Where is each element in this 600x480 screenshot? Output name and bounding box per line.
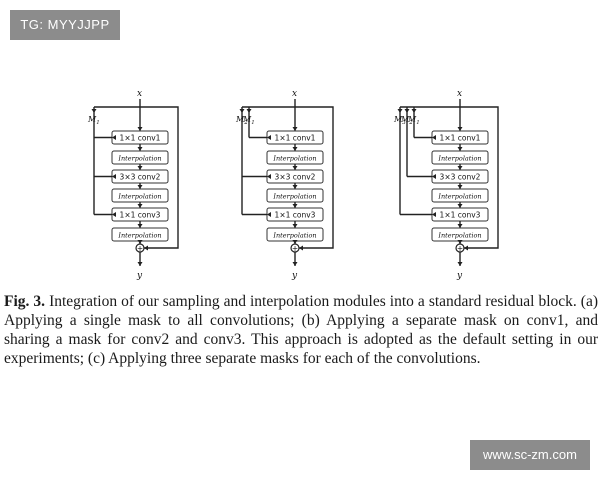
- output-label-y: y: [136, 271, 143, 280]
- block-arrow: [292, 147, 298, 151]
- conv-label: 3×3 conv2: [440, 172, 481, 181]
- block-arrow: [137, 166, 143, 170]
- mask-branch-arrow: [112, 174, 116, 179]
- input-label-x: x: [292, 89, 297, 99]
- interpolation-label: Interpolation: [437, 154, 481, 162]
- block-arrow: [457, 185, 463, 189]
- block-arrow: [457, 147, 463, 151]
- watermark-bottom: www.sc-zm.com: [470, 440, 590, 470]
- conv-label: 1×1 conv1: [275, 133, 316, 142]
- interpolation-label: Interpolation: [117, 154, 161, 162]
- block-arrow: [457, 204, 463, 208]
- conv-label: 1×1 conv1: [440, 133, 481, 142]
- block-arrow: [292, 185, 298, 189]
- mask-branch-arrow: [432, 135, 436, 140]
- caption-label: Fig. 3.: [4, 293, 46, 310]
- input-label-x: x: [137, 89, 142, 99]
- conv-label: 3×3 conv2: [120, 172, 161, 181]
- block-arrow: [292, 240, 298, 244]
- conv-label: 3×3 conv2: [275, 172, 316, 181]
- skip-connection: [140, 106, 179, 249]
- block-arrow: [457, 240, 463, 244]
- skip-connection: [460, 106, 499, 249]
- interpolation-label: Interpolation: [272, 231, 316, 239]
- skip-arrow: [464, 245, 468, 251]
- skip-connection: [295, 106, 334, 249]
- output-arrow: [137, 262, 143, 266]
- mask-branch-arrow: [267, 174, 271, 179]
- block-arrow: [137, 147, 143, 151]
- interpolation-label: Interpolation: [437, 192, 481, 200]
- mask-branch-arrow: [112, 135, 116, 140]
- output-arrow: [457, 262, 463, 266]
- interpolation-label: Interpolation: [117, 192, 161, 200]
- block-arrow: [457, 224, 463, 228]
- input-arrow: [457, 127, 463, 131]
- input-label-x: x: [457, 89, 462, 99]
- output-label-y: y: [291, 271, 298, 280]
- conv-label: 1×1 conv3: [275, 210, 316, 219]
- caption-text: Integration of our sampling and interpol…: [4, 293, 598, 367]
- sum-plus: +: [292, 244, 298, 253]
- mask-branch-arrow: [432, 212, 436, 217]
- figure-caption: Fig. 3. Integration of our sampling and …: [4, 292, 598, 368]
- sum-plus: +: [137, 244, 143, 253]
- conv-label: 1×1 conv3: [120, 210, 161, 219]
- watermark-top: TG: MYYJJPP: [10, 10, 120, 40]
- interpolation-label: Interpolation: [117, 231, 161, 239]
- block-arrow: [292, 166, 298, 170]
- mask-branch-arrow: [267, 135, 271, 140]
- output-label-y: y: [456, 271, 463, 280]
- conv-label: 1×1 conv1: [120, 133, 161, 142]
- block-arrow: [292, 224, 298, 228]
- mask-branch-arrow: [112, 212, 116, 217]
- block-arrow: [137, 204, 143, 208]
- mask-branch-arrow: [432, 174, 436, 179]
- block-arrow: [457, 166, 463, 170]
- output-arrow: [292, 262, 298, 266]
- interpolation-label: Interpolation: [272, 192, 316, 200]
- mask-branch-arrow: [267, 212, 271, 217]
- block-arrow: [292, 204, 298, 208]
- skip-arrow: [299, 245, 303, 251]
- input-arrow: [292, 127, 298, 131]
- interpolation-label: Interpolation: [272, 154, 316, 162]
- interpolation-label: Interpolation: [437, 231, 481, 239]
- sum-plus: +: [457, 244, 463, 253]
- skip-arrow: [144, 245, 148, 251]
- block-arrow: [137, 224, 143, 228]
- block-arrow: [137, 240, 143, 244]
- input-arrow: [137, 127, 143, 131]
- block-arrow: [137, 185, 143, 189]
- conv-label: 1×1 conv3: [440, 210, 481, 219]
